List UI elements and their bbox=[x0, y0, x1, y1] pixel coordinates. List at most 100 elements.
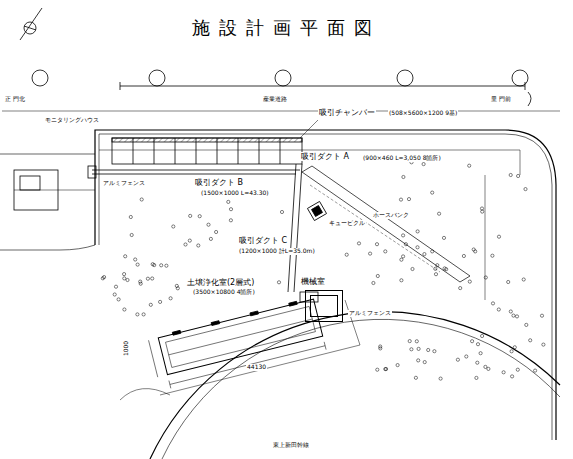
dimension-note: (3500×10800 4箇所) bbox=[192, 289, 256, 296]
tree-dot bbox=[146, 277, 149, 280]
tree-dot bbox=[456, 358, 459, 361]
tree-dot bbox=[129, 215, 132, 218]
tree-dot bbox=[475, 376, 478, 379]
tree-dot bbox=[529, 339, 532, 342]
tree-dot bbox=[165, 264, 168, 267]
tree-dot bbox=[408, 340, 411, 343]
part-label: キュービクル bbox=[328, 220, 366, 227]
tree-dot bbox=[459, 287, 462, 290]
tree-dot bbox=[188, 239, 191, 242]
tree-dot bbox=[431, 191, 434, 194]
tree-dot bbox=[376, 274, 379, 277]
dimension-note: (1200×1000 計L=35.0m) bbox=[238, 248, 316, 255]
tree-dot bbox=[434, 273, 437, 276]
tree-dot bbox=[402, 175, 405, 178]
tree-dot bbox=[169, 297, 172, 300]
tree-dot bbox=[400, 279, 403, 282]
tree-dot bbox=[375, 243, 378, 246]
tree-dot bbox=[153, 264, 156, 267]
tree-dot bbox=[207, 223, 210, 226]
tree-dot bbox=[402, 255, 405, 258]
tree-dot bbox=[434, 267, 437, 270]
tree-dot bbox=[175, 284, 178, 287]
tree-dot bbox=[487, 367, 490, 370]
dimension: 1000 bbox=[123, 340, 130, 357]
tree-dot bbox=[280, 210, 283, 213]
tree-dot bbox=[149, 303, 152, 306]
tree-dot bbox=[433, 350, 436, 353]
tree-dot bbox=[113, 293, 116, 296]
tree-dot bbox=[400, 258, 403, 261]
tree-dot bbox=[410, 348, 413, 351]
tree-dot bbox=[507, 280, 510, 283]
part-label: 吸引ダクト B bbox=[194, 178, 244, 187]
tree-dot bbox=[134, 258, 137, 261]
tree-dot bbox=[209, 237, 212, 240]
tree-dot bbox=[540, 314, 543, 317]
room-heading: 土壌浄化室(2層式) bbox=[186, 278, 255, 287]
tree-dot bbox=[509, 310, 512, 313]
tree-dot bbox=[416, 246, 419, 249]
tree-dot bbox=[372, 281, 375, 284]
tree-dot bbox=[468, 280, 471, 283]
tree-dot bbox=[427, 348, 430, 351]
dimension-note: (900×460 L=3,050 8箇所) bbox=[362, 155, 442, 162]
tree-dot bbox=[189, 214, 192, 217]
gate-label: 里 門前 bbox=[490, 96, 512, 103]
tree-dot bbox=[491, 302, 494, 305]
tree-dot bbox=[438, 212, 441, 215]
tree-dot bbox=[114, 285, 117, 288]
tree-dot bbox=[509, 173, 512, 176]
area-label: ホースバンク bbox=[372, 212, 410, 219]
tree-dot bbox=[345, 253, 348, 256]
tree-dot bbox=[130, 233, 133, 236]
tree-dot bbox=[215, 230, 218, 233]
tree-dot bbox=[369, 252, 372, 255]
tree-dot bbox=[399, 198, 402, 201]
tree-dot bbox=[385, 367, 388, 370]
part-label: 吸引ダクト C bbox=[238, 236, 288, 245]
tree-dot bbox=[227, 200, 230, 203]
dimension-note: (1500×1000 L=43.30) bbox=[200, 190, 270, 197]
tree-dot bbox=[497, 308, 500, 311]
tree-dot bbox=[384, 250, 387, 253]
room-inner bbox=[310, 295, 338, 317]
tree-dot bbox=[481, 210, 484, 213]
tree-dot bbox=[517, 174, 520, 177]
fence-label: アルミフェンス bbox=[102, 180, 146, 187]
tree-dot bbox=[123, 273, 126, 276]
tree-dot bbox=[534, 369, 537, 372]
tree-dot bbox=[229, 219, 232, 222]
tree-dot bbox=[136, 263, 139, 266]
tree-dot bbox=[139, 280, 142, 283]
tree-dot bbox=[484, 365, 487, 368]
tree-dot bbox=[197, 244, 200, 247]
tree-dot bbox=[140, 198, 143, 201]
tree-dot bbox=[379, 347, 382, 350]
tree-dot bbox=[415, 340, 418, 343]
tree-dot bbox=[525, 323, 528, 326]
tree-dot bbox=[396, 364, 399, 367]
tree-dot bbox=[414, 376, 417, 379]
tree-dot bbox=[465, 355, 468, 358]
tree-dot bbox=[376, 368, 379, 371]
tree-dot bbox=[512, 314, 515, 317]
tree-dot bbox=[123, 308, 126, 311]
tree-dot bbox=[411, 267, 414, 270]
tree-dot bbox=[423, 361, 426, 364]
machine-room: 機械室 bbox=[305, 290, 343, 322]
tree-dot bbox=[513, 346, 516, 349]
tree-dot bbox=[136, 313, 139, 316]
tree-dot bbox=[142, 313, 145, 316]
tree-dot bbox=[184, 243, 187, 246]
tree-dot bbox=[491, 254, 494, 257]
tree-dot bbox=[124, 255, 127, 258]
tree-dot bbox=[462, 254, 465, 257]
dimension: 44130 bbox=[246, 364, 267, 371]
tree-dot bbox=[484, 276, 487, 279]
tree-dot bbox=[160, 264, 163, 267]
tree-dot bbox=[357, 242, 360, 245]
tree-dot bbox=[229, 208, 232, 211]
tree-dot bbox=[407, 198, 410, 201]
